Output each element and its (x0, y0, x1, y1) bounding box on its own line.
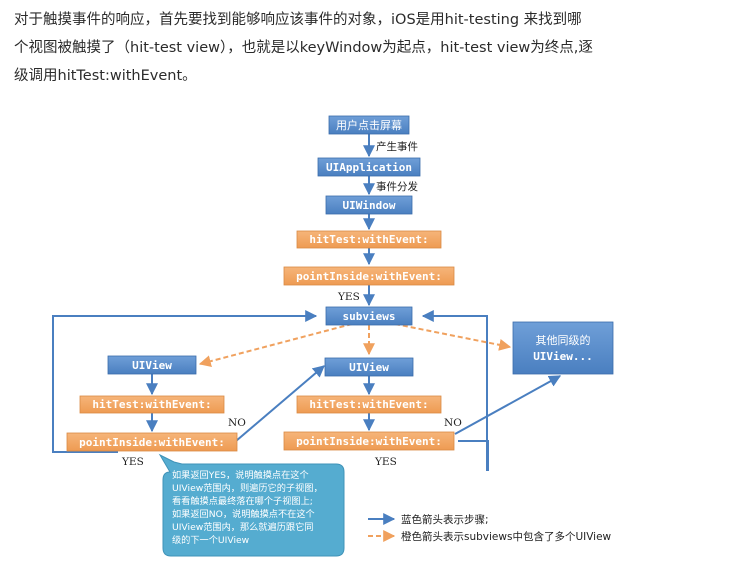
intro-line-1: 对于触摸事件的响应，首先要找到能够响应该事件的对象，iOS是用hit-testi… (14, 12, 582, 28)
svg-text:UIWindow: UIWindow (343, 199, 396, 212)
label-no-mid: NO (444, 417, 462, 429)
label-yes-left: YES (121, 456, 144, 468)
callout-line-2: UIView范围内，则遍历它的子视图， (172, 482, 323, 494)
label-no-left: NO (228, 417, 246, 429)
intro-paragraph: 对于触摸事件的响应，首先要找到能够响应该事件的对象，iOS是用hit-testi… (14, 6, 714, 90)
box-user-tap: 用户点击屏幕 (328, 115, 410, 135)
callout-line-6: 级的下一个UIView (172, 534, 250, 546)
intro-line-3: 级调用hitTest:withEvent。 (14, 68, 197, 84)
middle-column-arrows (363, 375, 562, 435)
legend: 蓝色箭头表示步骤; 橙色箭头表示subviews中包含了多个UIView (368, 513, 612, 543)
box-hittest-left: hitTest:withEvent: (79, 395, 225, 414)
svg-text:pointInside:withEvent:: pointInside:withEvent: (296, 435, 442, 448)
box-uiview-mid: UIView (324, 357, 414, 377)
svg-text:hitTest:withEvent:: hitTest:withEvent: (309, 398, 428, 411)
label-yes-main: YES (337, 291, 360, 303)
svg-text:UIApplication: UIApplication (326, 161, 412, 174)
box-uiapplication: UIApplication (317, 157, 421, 177)
callout-line-5: UIView范围内，那么就遍历跟它同 (172, 521, 314, 533)
box-sibling-uiviews: 其他同级的 UIView... (512, 321, 614, 375)
svg-text:用户点击屏幕: 用户点击屏幕 (336, 118, 402, 132)
svg-text:UIView: UIView (132, 359, 172, 372)
label-yes-mid: YES (374, 456, 397, 468)
svg-text:UIView: UIView (349, 361, 389, 374)
label-dispatch-event: 事件分发 (376, 180, 418, 193)
box-uiwindow: UIWindow (325, 195, 413, 215)
legend-orange-text: 橙色箭头表示subviews中包含了多个UIView (401, 530, 612, 543)
box-uiview-left: UIView (107, 355, 197, 375)
box-subviews: subviews (325, 306, 413, 326)
label-produce-event: 产生事件 (376, 140, 418, 153)
callout-line-4: 如果返回NO，说明触摸点不在这个 (172, 508, 315, 520)
svg-text:UIView...: UIView... (533, 350, 593, 363)
svg-text:pointInside:withEvent:: pointInside:withEvent: (296, 270, 442, 283)
edge-labels: 产生事件 事件分发 YES NO YES NO YES (121, 140, 462, 468)
left-column-arrows (146, 365, 325, 442)
box-pointinside-main: pointInside:withEvent: (283, 266, 455, 286)
box-pointinside-mid: pointInside:withEvent: (283, 431, 455, 451)
svg-text:hitTest:withEvent:: hitTest:withEvent: (309, 233, 428, 246)
svg-text:subviews: subviews (343, 310, 396, 323)
intro-line-2: 个视图被触摸了（hit-test view），也就是以keyWindow为起点，… (14, 40, 593, 56)
callout-line-3: 看看触摸点最终落在哪个子视图上; (172, 495, 313, 507)
box-pointinside-left: pointInside:withEvent: (66, 432, 238, 452)
callout-line-1: 如果返回YES，说明触摸点在这个 (172, 469, 309, 481)
subviews-orange-arrows (198, 323, 512, 368)
box-hittest-mid: hitTest:withEvent: (296, 395, 442, 414)
svg-text:其他同级的: 其他同级的 (536, 333, 591, 347)
box-hittest-main: hitTest:withEvent: (296, 230, 442, 249)
svg-text:hitTest:withEvent:: hitTest:withEvent: (92, 398, 211, 411)
loop-arrows (52, 310, 489, 471)
legend-blue-text: 蓝色箭头表示步骤; (401, 513, 489, 526)
svg-text:pointInside:withEvent:: pointInside:withEvent: (79, 436, 225, 449)
explanation-callout: 如果返回YES，说明触摸点在这个 UIView范围内，则遍历它的子视图， 看看触… (158, 453, 345, 557)
